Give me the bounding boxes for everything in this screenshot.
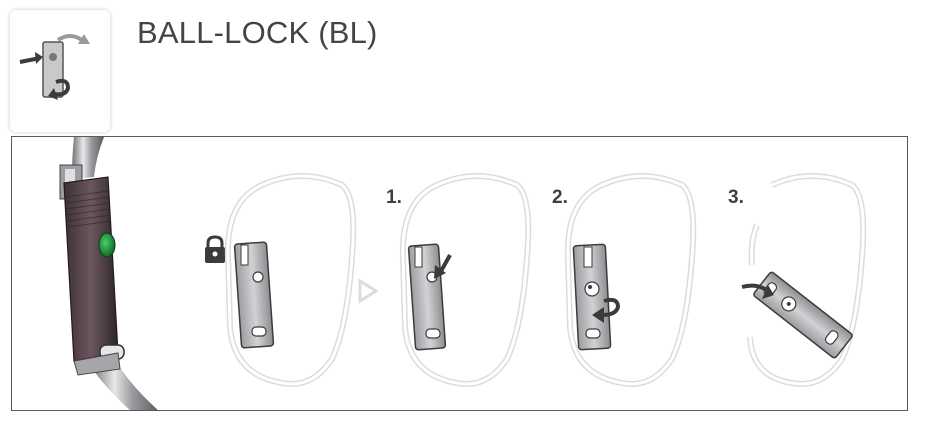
step-3-label: 3. xyxy=(728,187,744,208)
carabiner-step-2 xyxy=(564,173,697,387)
step-2-label: 2. xyxy=(552,187,568,208)
rotate-arrow-icon xyxy=(592,297,621,323)
locking-sleeve-closeup xyxy=(59,137,158,410)
carabiner-step-3-open xyxy=(741,173,867,387)
open-arrow-icon xyxy=(741,283,774,299)
page-title: BALL-LOCK (BL) xyxy=(137,15,378,50)
step-1-label: 1. xyxy=(386,187,402,208)
padlock-icon xyxy=(205,235,225,263)
play-triangle-icon xyxy=(358,278,379,304)
carabiner-locked xyxy=(224,173,357,387)
carabiner-step-1 xyxy=(399,173,532,387)
ball-lock-diagram: 1. 2. 3. xyxy=(11,136,908,411)
ball-lock-rotate-icon xyxy=(10,10,110,132)
